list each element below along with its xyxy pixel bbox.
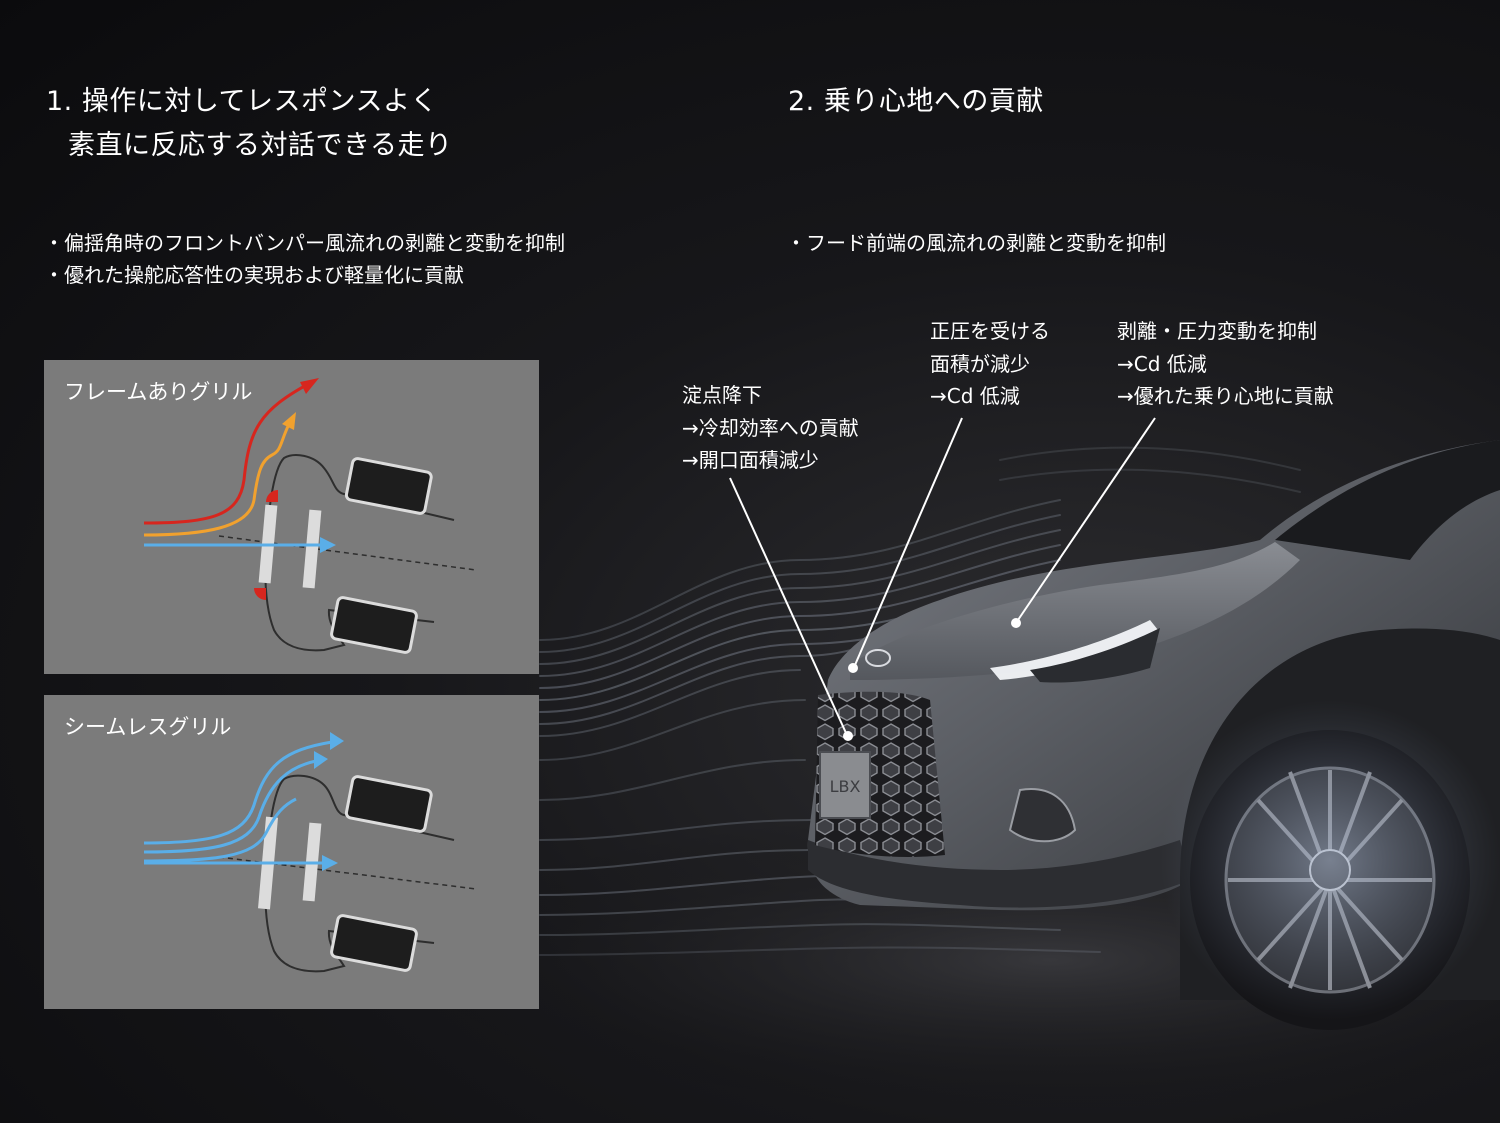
airflow-streaks bbox=[539, 446, 1301, 956]
section2-heading: 2. 乗り心地への貢献 bbox=[788, 80, 1044, 124]
separation-marker bbox=[266, 490, 278, 502]
grille-bar bbox=[302, 509, 322, 589]
frame-grille-diagram bbox=[143, 378, 477, 654]
callout-pressure-line: 面積が減少 bbox=[930, 351, 1030, 376]
license-plate bbox=[819, 751, 871, 819]
license-plate-text: LBX bbox=[830, 777, 861, 796]
section1-bullet: ・優れた操舵応答性の実現および軽量化に貢献 bbox=[44, 263, 464, 287]
section1-heading-line1: 1. 操作に対してレスポンスよく bbox=[46, 86, 438, 117]
seamless-grille-diagram bbox=[143, 732, 477, 973]
callout-separation-line: →Cd 低減 bbox=[1117, 351, 1207, 376]
panel-frame-grille: フレームありグリル bbox=[44, 360, 539, 674]
panel-title: フレームありグリル bbox=[64, 380, 253, 404]
callout-grille-line: →開口面積減少 bbox=[682, 448, 819, 472]
section1-heading: 1. 操作に対してレスポンスよく 素直に反応する対話できる走り bbox=[46, 80, 452, 168]
tire-bottom bbox=[330, 596, 418, 654]
flow-blue bbox=[143, 740, 333, 845]
section1-heading-line2: 素直に反応する対話できる走り bbox=[68, 130, 453, 161]
panel-title: シームレスグリル bbox=[64, 715, 232, 739]
separation-marker bbox=[254, 588, 266, 600]
callout-pressure-line: →Cd 低減 bbox=[930, 384, 1020, 408]
callout-grille-line: 淀点降下 bbox=[682, 383, 762, 407]
section2-bullets: ・フード前端の風流れの剥離と変動を抑制 bbox=[786, 227, 1166, 259]
front-badge bbox=[865, 649, 891, 667]
section1-bullets: ・偏揺角時のフロントバンパー風流れの剥離と変動を抑制 ・優れた操舵応答性の実現お… bbox=[44, 227, 565, 291]
flow-orange-arrowhead bbox=[282, 412, 296, 430]
section1-bullet: ・偏揺角時のフロントバンパー風流れの剥離と変動を抑制 bbox=[44, 231, 565, 255]
centerline bbox=[218, 535, 477, 571]
flow-red-arrowhead bbox=[300, 378, 319, 394]
callout-separation: 剥離・圧力変動を抑制 →Cd 低減 →優れた乗り心地に貢献 bbox=[1117, 315, 1334, 413]
panel-seamless-grille: シームレスグリル bbox=[44, 695, 539, 1009]
callout-leader-lines bbox=[729, 417, 1156, 741]
centerline bbox=[218, 856, 477, 890]
section2-bullet: ・フード前端の風流れの剥離と変動を抑制 bbox=[786, 231, 1166, 255]
callout-grille-line: →冷却効率への貢献 bbox=[682, 415, 859, 440]
flow-blue bbox=[143, 797, 297, 863]
tire-top bbox=[344, 775, 433, 833]
tire-top bbox=[344, 457, 433, 515]
front-wheel bbox=[1160, 700, 1500, 1030]
flow-red bbox=[143, 380, 313, 525]
tire-bottom bbox=[330, 914, 418, 972]
section2-heading-text: 2. 乗り心地への貢献 bbox=[788, 86, 1044, 117]
flow-blue-arrowhead bbox=[320, 537, 336, 553]
callout-pressure-line: 正圧を受ける bbox=[930, 319, 1050, 343]
callout-grille: 淀点降下 →冷却効率への貢献 →開口面積減少 bbox=[682, 379, 859, 477]
flow-blue-arrowhead bbox=[314, 751, 328, 769]
flow-orange bbox=[143, 421, 292, 537]
callout-separation-line: 剥離・圧力変動を抑制 bbox=[1117, 319, 1317, 343]
flow-blue bbox=[143, 759, 317, 854]
callout-pressure: 正圧を受ける 面積が減少 →Cd 低減 bbox=[930, 315, 1050, 413]
flow-blue-arrowhead bbox=[330, 732, 344, 750]
flow-blue-arrowhead bbox=[322, 855, 338, 871]
callout-separation-line: →優れた乗り心地に貢献 bbox=[1117, 384, 1334, 408]
